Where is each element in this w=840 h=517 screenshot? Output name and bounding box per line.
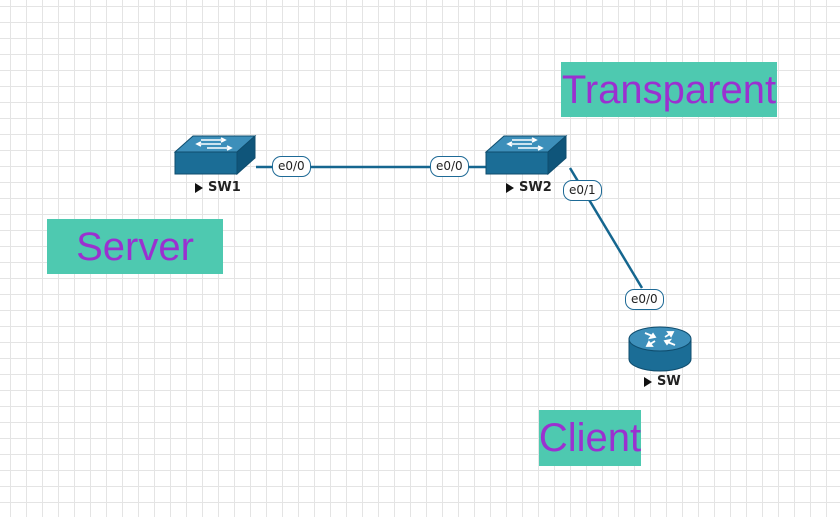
port-label-sw-e0-0[interactable]: e0/0	[625, 289, 664, 310]
node-label-sw2: SW2	[506, 180, 552, 195]
router-icon[interactable]	[628, 326, 692, 372]
play-icon	[195, 182, 203, 193]
mode-label-client: Client	[539, 410, 641, 466]
mode-label-server: Server	[47, 219, 223, 274]
switch-icon[interactable]	[484, 134, 568, 176]
node-label-sw1: SW1	[195, 180, 241, 195]
mode-label-transparent: Transparent	[561, 62, 777, 117]
node-label-sw: SW	[644, 374, 681, 389]
port-label-sw1-e0-0[interactable]: e0/0	[272, 156, 311, 177]
port-label-sw2-e0-1[interactable]: e0/1	[563, 180, 602, 201]
play-icon	[644, 376, 652, 387]
play-icon	[506, 182, 514, 193]
node-name-sw1: SW1	[208, 180, 241, 195]
node-name-sw: SW	[657, 374, 681, 389]
switch-icon[interactable]	[173, 134, 257, 176]
port-label-sw2-e0-0[interactable]: e0/0	[430, 156, 469, 177]
node-name-sw2: SW2	[519, 180, 552, 195]
